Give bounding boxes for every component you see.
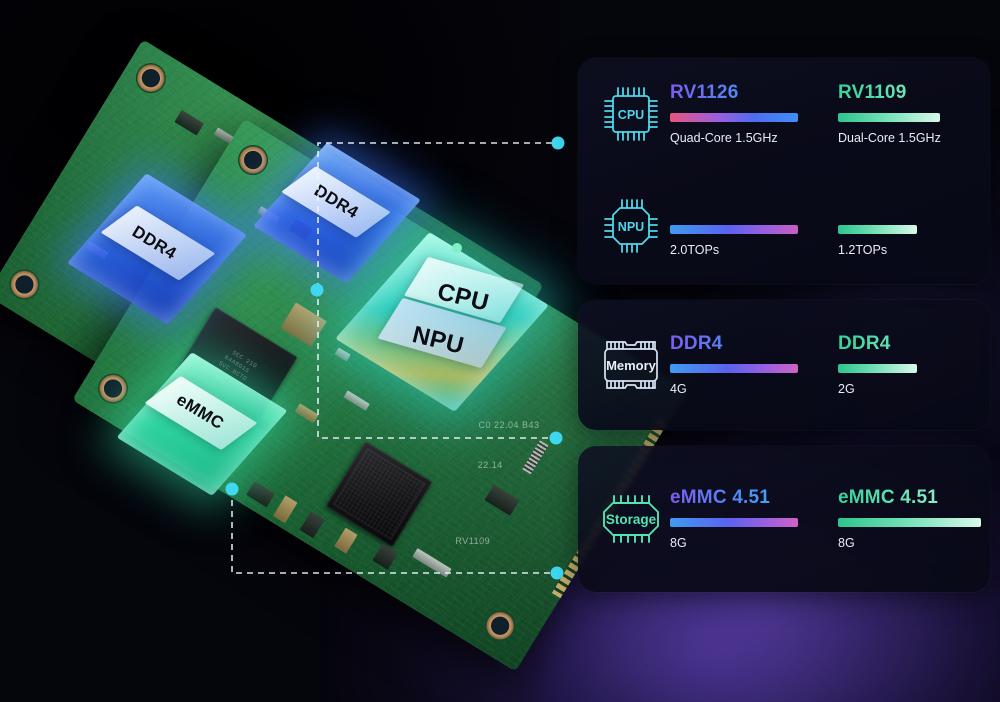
npu-col-rv1126: 2.0TOPs <box>670 194 816 258</box>
card-memory: Memory DDR4 4G DDR4 2G <box>578 300 990 430</box>
memory-icon-label: Memory <box>606 358 657 373</box>
spec-bar <box>838 518 982 527</box>
spec-title: DDR4 <box>838 333 984 355</box>
spec-title: eMMC 4.51 <box>838 487 984 509</box>
memory-col-rv1126: DDR4 4G <box>670 333 816 397</box>
spec-subtitle: 4G <box>670 382 687 396</box>
npu-chip-icon: NPU <box>592 195 670 257</box>
cpu-col-rv1126: RV1126 Quad-Core 1.5GHz <box>670 82 816 146</box>
spec-bar <box>838 225 917 234</box>
cpu-chip-icon: CPU <box>592 83 670 145</box>
spec-subtitle: 1.2TOPs <box>838 243 888 257</box>
card-processor: CPU RV1126 Quad-Core 1.5GHz RV1109 Dual-… <box>578 58 990 284</box>
spec-title: RV1126 <box>670 82 816 104</box>
row-npu: NPU 2.0TOPs 1.2TOPs <box>578 170 990 282</box>
spec-subtitle: Dual-Core 1.5GHz <box>838 131 941 145</box>
storage-chip-icon: Storage <box>592 489 670 549</box>
spec-bar <box>838 364 917 373</box>
storage-spec-columns: eMMC 4.51 8G eMMC 4.51 8G <box>670 487 990 551</box>
spec-bar <box>838 113 941 122</box>
spec-subtitle: 8G <box>670 536 687 550</box>
npu-col-rv1109: 1.2TOPs <box>838 194 984 258</box>
pcb-silkscreen: C0 22.04 B43 <box>478 419 540 430</box>
card-storage: Storage eMMC 4.51 8G eMMC 4.51 8G <box>578 446 990 592</box>
memory-module-icon: Memory <box>592 336 670 394</box>
row-cpu: CPU RV1126 Quad-Core 1.5GHz RV1109 Dual-… <box>578 58 990 170</box>
spec-subtitle: 2G <box>838 382 855 396</box>
npu-spec-columns: 2.0TOPs 1.2TOPs <box>670 194 990 258</box>
pcb-silkscreen: 22.14 <box>477 459 503 470</box>
storage-icon-label: Storage <box>606 512 657 527</box>
spec-bar <box>670 225 799 234</box>
cpu-spec-columns: RV1126 Quad-Core 1.5GHz RV1109 Dual-Core… <box>670 82 990 146</box>
spec-panel: CPU RV1126 Quad-Core 1.5GHz RV1109 Dual-… <box>578 58 990 608</box>
cpu-col-rv1109: RV1109 Dual-Core 1.5GHz <box>838 82 984 146</box>
spec-subtitle: 8G <box>838 536 855 550</box>
cpu-icon-label: CPU <box>618 108 644 122</box>
spec-subtitle: 2.0TOPs <box>670 243 720 257</box>
spec-bar <box>670 518 799 527</box>
spec-title: DDR4 <box>670 333 816 355</box>
spec-title: RV1109 <box>838 82 984 104</box>
spec-title <box>838 194 984 216</box>
spec-title <box>670 194 816 216</box>
storage-col-rv1109: eMMC 4.51 8G <box>838 487 984 551</box>
row-memory: Memory DDR4 4G DDR4 2G <box>578 300 990 430</box>
spec-subtitle: Quad-Core 1.5GHz <box>670 131 778 145</box>
spec-title: eMMC 4.51 <box>670 487 816 509</box>
row-storage: Storage eMMC 4.51 8G eMMC 4.51 8G <box>578 446 990 592</box>
memory-col-rv1109: DDR4 2G <box>838 333 984 397</box>
storage-col-rv1126: eMMC 4.51 8G <box>670 487 816 551</box>
memory-spec-columns: DDR4 4G DDR4 2G <box>670 333 990 397</box>
spec-bar <box>670 113 799 122</box>
spec-bar <box>670 364 799 373</box>
npu-icon-label: NPU <box>618 220 644 234</box>
pcb-silkscreen: RV1109 <box>455 535 491 546</box>
